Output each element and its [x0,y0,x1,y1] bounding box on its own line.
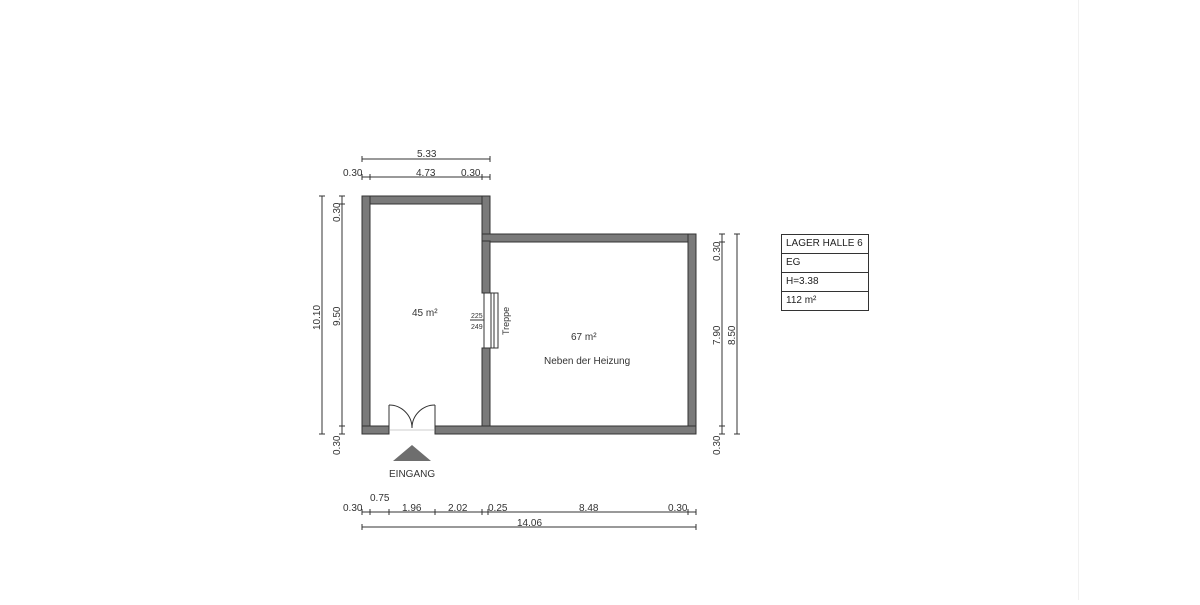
title-block-name: LAGER HALLE 6 [782,235,868,254]
dim-top-seg-1: 0.30 [343,168,363,179]
stair-label: Treppe [501,307,511,335]
partition-wall-lower [481,347,491,435]
title-block: LAGER HALLE 6 EG H=3.38 112 m² [781,234,869,311]
dim-bottom-seg-1: 0.30 [343,503,363,514]
entrance-label: EINGANG [389,469,435,480]
room-labels: 45 m² 67 m² Neben der Heizung [412,308,630,367]
dim-top-seg-3: 0.30 [461,168,481,179]
dim-bottom-seg-3: 1.96 [402,503,422,514]
stair: 225 249 Treppe [470,292,511,349]
dimension-right: 0.30 7.90 0.30 8.50 [712,233,740,455]
entrance-marker: EINGANG [389,445,435,480]
dim-left-seg-2: 9.50 [332,306,343,326]
dim-bottom-seg-6: 8.48 [579,503,599,514]
wall-left [361,195,371,435]
dimension-bottom: 0.30 0.75 1.96 2.02 0.25 8.48 0.30 14.06 [343,493,697,530]
entrance-triangle-icon [393,445,431,461]
dim-bottom-overall: 14.06 [517,518,542,529]
page-edge-divider [1078,0,1079,600]
wall-top-left-room [361,195,491,205]
wall-bottom-right-segment [434,425,697,435]
dimension-top: 5.33 0.30 4.73 0.30 [343,149,491,180]
partition-wall-upper [481,240,491,294]
dimension-left: 10.10 0.30 9.50 0.30 [312,195,345,455]
dim-top-overall: 5.33 [417,149,437,160]
room-right-area: 67 m² [571,332,597,343]
dim-left-seg-3: 0.30 [332,435,343,455]
dim-bottom-seg-5: 0.25 [488,503,508,514]
dim-bottom-seg-4: 2.02 [448,503,468,514]
room-right-name: Neben der Heizung [544,356,630,367]
dim-top-seg-2: 4.73 [416,168,436,179]
entrance-door [388,404,436,431]
title-block-height: H=3.38 [782,273,868,292]
door-swing-left [388,404,413,429]
room-left-area: 45 m² [412,308,438,319]
dim-right-seg-1: 0.30 [712,241,723,261]
wall-right [687,233,697,435]
stair-rise-bottom: 249 [471,324,483,331]
dim-left-seg-1: 0.30 [332,202,343,222]
title-block-area: 112 m² [786,295,817,306]
dim-left-overall: 10.10 [312,305,323,330]
dim-bottom-seg-7: 0.30 [668,503,688,514]
stair-rise-top: 225 [471,313,483,320]
wall-top-right-room [481,233,697,243]
dim-bottom-seg-2: 0.75 [370,493,390,504]
wall-bottom-left-segment [361,425,390,435]
door-swing-right [411,404,436,429]
title-block-floor: EG [782,254,868,273]
dim-right-overall: 8.50 [727,325,738,345]
dim-right-seg-3: 0.30 [712,435,723,455]
dim-right-seg-2: 7.90 [712,325,723,345]
